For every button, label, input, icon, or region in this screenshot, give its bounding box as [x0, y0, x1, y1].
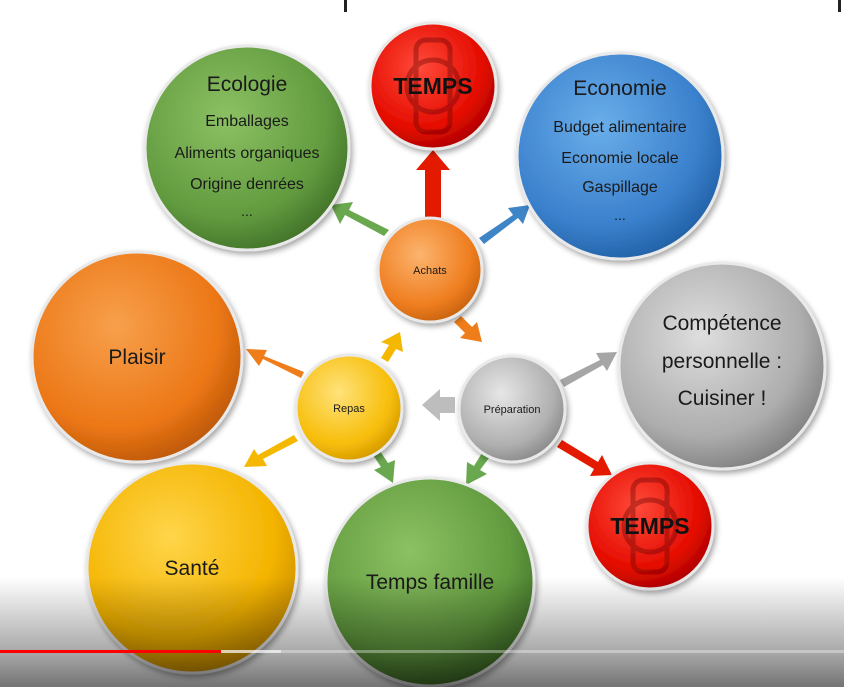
node-economie	[515, 51, 725, 261]
ecologie-title: Ecologie	[207, 73, 288, 96]
node-repas	[294, 353, 404, 463]
arrow-repas-to-temps-famille	[373, 451, 395, 483]
watch-icon-bottom	[621, 477, 679, 575]
ecologie-item-1: Emballages	[205, 113, 289, 130]
temps-famille-label: Temps famille	[366, 571, 494, 594]
slide-edge-mark-right	[838, 0, 841, 12]
arrow-preparation-to-temps-famille	[466, 453, 489, 485]
repas-label: Repas	[333, 403, 365, 415]
arrow-preparation-to-competence	[560, 352, 617, 387]
arrow-preparation-to-temps	[557, 440, 612, 476]
arrow-preparation-to-repas	[422, 389, 455, 421]
ecologie-item-2: Aliments organiques	[175, 145, 320, 162]
preparation-label: Préparation	[484, 404, 541, 416]
arrow-repas-to-sante	[244, 435, 298, 467]
node-plaisir	[30, 250, 244, 464]
arrow-repas-to-achats	[381, 332, 403, 362]
arrow-achats-to-economie	[479, 205, 530, 244]
ecologie-item-4: ...	[241, 203, 253, 219]
economie-item-1: Budget alimentaire	[553, 119, 687, 136]
arrow-achats-to-ecologie	[331, 202, 389, 236]
competence-line-2: personnelle :	[662, 350, 782, 373]
ecologie-item-3: Origine denrées	[190, 176, 304, 193]
economie-item-4: ...	[614, 207, 626, 223]
arrow-repas-to-plaisir	[246, 349, 304, 378]
node-temps-bottom	[585, 461, 715, 591]
slide-edge-mark-left	[344, 0, 347, 12]
sante-label: Santé	[165, 557, 220, 580]
arrows	[244, 150, 617, 485]
achats-label: Achats	[413, 265, 447, 277]
plaisir-label: Plaisir	[108, 346, 165, 369]
video-progress-bar[interactable]	[0, 650, 844, 653]
arrow-achats-to-temps	[416, 150, 450, 222]
arrow-achats-to-preparation	[454, 316, 482, 342]
node-achats	[376, 216, 484, 324]
node-ecologie	[143, 44, 351, 252]
video-played-bar	[0, 650, 222, 653]
economie-title: Economie	[573, 77, 666, 100]
competence-line-1: Compétence	[662, 312, 781, 335]
temps-top-label: TEMPS	[393, 73, 472, 99]
competence-line-3: Cuisiner !	[678, 387, 767, 410]
watch-icon-top	[404, 37, 462, 135]
economie-item-2: Economie locale	[561, 150, 679, 167]
node-preparation	[457, 354, 567, 464]
economie-item-3: Gaspillage	[582, 179, 658, 196]
node-temps-top	[368, 21, 498, 151]
temps-bottom-label: TEMPS	[610, 513, 689, 539]
node-competence	[617, 261, 827, 471]
